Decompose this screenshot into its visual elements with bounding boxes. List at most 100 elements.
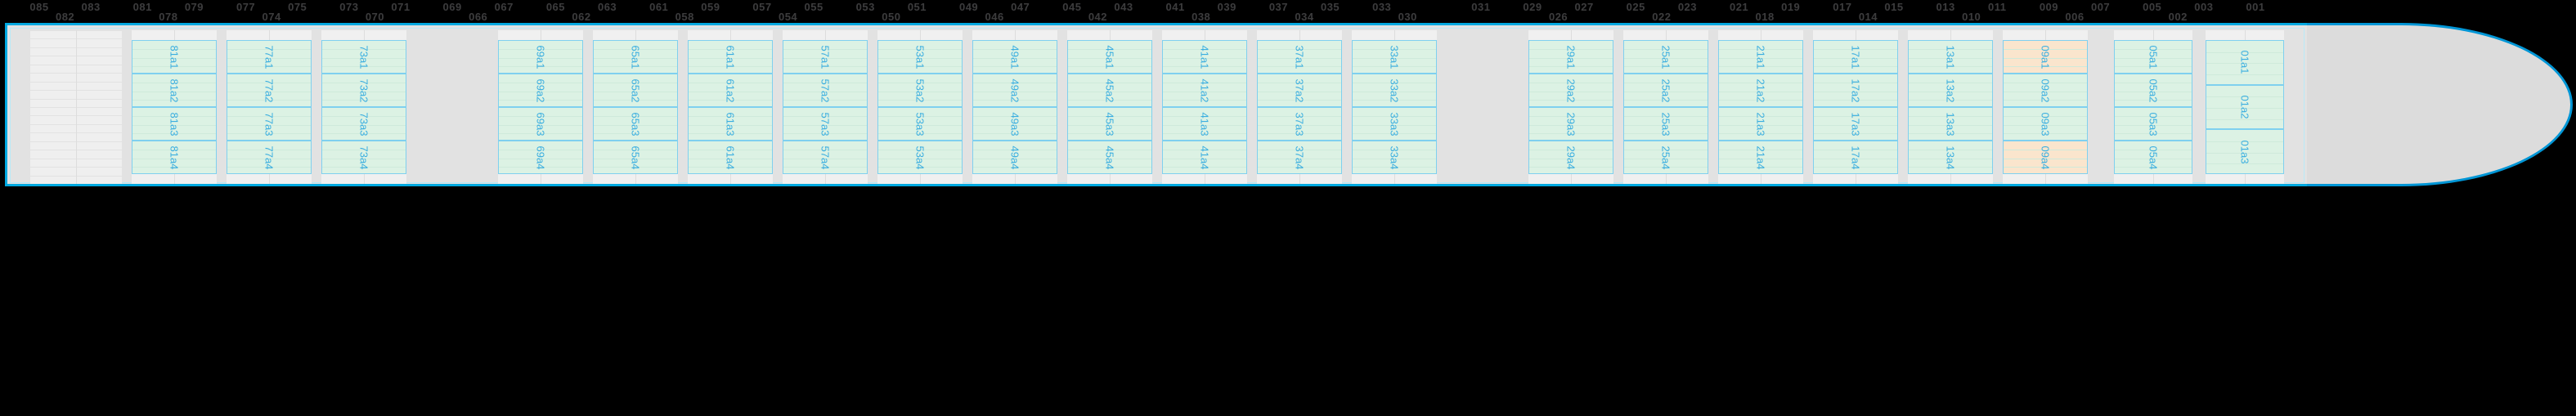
- slot-33a4[interactable]: 33a4: [1352, 141, 1437, 174]
- slot-77a2[interactable]: 77a2: [227, 74, 312, 107]
- slot-53a1[interactable]: 53a1: [877, 40, 963, 74]
- slot-65a4[interactable]: 65a4: [593, 141, 678, 174]
- slot-09a3[interactable]: 09a3: [2003, 107, 2088, 141]
- slot-13a3[interactable]: 13a3: [1908, 107, 1993, 141]
- slot-77a4[interactable]: 77a4: [227, 141, 312, 174]
- slot-09a4[interactable]: 09a4: [2003, 141, 2088, 174]
- slot-73a2[interactable]: 73a2: [321, 74, 406, 107]
- slot-81a4[interactable]: 81a4: [132, 141, 217, 174]
- slot-81a3[interactable]: 81a3: [132, 107, 217, 141]
- slot-17a2[interactable]: 17a2: [1813, 74, 1898, 107]
- slot-25a3[interactable]: 25a3: [1623, 107, 1708, 141]
- slot-09a2[interactable]: 09a2: [2003, 74, 2088, 107]
- slot-77a3[interactable]: 77a3: [227, 107, 312, 141]
- slot-05a2[interactable]: 05a2: [2114, 74, 2192, 107]
- slot-77a1[interactable]: 77a1: [227, 40, 312, 74]
- slot-65a2[interactable]: 65a2: [593, 74, 678, 107]
- slot-29a4[interactable]: 29a4: [1528, 141, 1613, 174]
- slot-25a2[interactable]: 25a2: [1623, 74, 1708, 107]
- slot-33a1[interactable]: 33a1: [1352, 40, 1437, 74]
- slot-65a1[interactable]: 65a1: [593, 40, 678, 74]
- slot-41a1[interactable]: 41a1: [1162, 40, 1247, 74]
- slot-53a2[interactable]: 53a2: [877, 74, 963, 107]
- slot-57a4[interactable]: 57a4: [783, 141, 868, 174]
- slot-41a3[interactable]: 41a3: [1162, 107, 1247, 141]
- slot-81a2[interactable]: 81a2: [132, 74, 217, 107]
- slot-25a1[interactable]: 25a1: [1623, 40, 1708, 74]
- slot-29a2[interactable]: 29a2: [1528, 74, 1613, 107]
- slot-73a1[interactable]: 73a1: [321, 40, 406, 74]
- slot-73a4[interactable]: 73a4: [321, 141, 406, 174]
- slot-05a3[interactable]: 05a3: [2114, 107, 2192, 141]
- slot-37a1[interactable]: 37a1: [1257, 40, 1342, 74]
- slot-53a3[interactable]: 53a3: [877, 107, 963, 141]
- slot-61a2[interactable]: 61a2: [688, 74, 773, 107]
- slot-61a4[interactable]: 61a4: [688, 141, 773, 174]
- slot-17a3[interactable]: 17a3: [1813, 107, 1898, 141]
- slot-53a4[interactable]: 53a4: [877, 141, 963, 174]
- slot-49a2[interactable]: 49a2: [972, 74, 1057, 107]
- slot-41a2[interactable]: 41a2: [1162, 74, 1247, 107]
- slot-37a4[interactable]: 37a4: [1257, 141, 1342, 174]
- slot-29a1[interactable]: 29a1: [1528, 40, 1613, 74]
- slot-21a2[interactable]: 21a2: [1718, 74, 1803, 107]
- slot-17a1[interactable]: 17a1: [1813, 40, 1898, 74]
- slot-21a4[interactable]: 21a4: [1718, 141, 1803, 174]
- slot-01a2[interactable]: 01a2: [2206, 84, 2284, 130]
- slot-69a4[interactable]: 69a4: [498, 141, 583, 174]
- slot-29a3[interactable]: 29a3: [1528, 107, 1613, 141]
- slot-37a3[interactable]: 37a3: [1257, 107, 1342, 141]
- slot-65a3[interactable]: 65a3: [593, 107, 678, 141]
- slot-13a2[interactable]: 13a2: [1908, 74, 1993, 107]
- slot-21a3[interactable]: 21a3: [1718, 107, 1803, 141]
- slot-09a1[interactable]: 09a1: [2003, 40, 2088, 74]
- slot-13a4[interactable]: 13a4: [1908, 141, 1993, 174]
- slot-33a2[interactable]: 33a2: [1352, 74, 1437, 107]
- slot-21a1[interactable]: 21a1: [1718, 40, 1803, 74]
- slot-37a2[interactable]: 37a2: [1257, 74, 1342, 107]
- slot-01a3[interactable]: 01a3: [2206, 129, 2284, 174]
- slot-57a3[interactable]: 57a3: [783, 107, 868, 141]
- slot-49a1[interactable]: 49a1: [972, 40, 1057, 74]
- slot-45a1[interactable]: 45a1: [1067, 40, 1152, 74]
- slot-41a4[interactable]: 41a4: [1162, 141, 1247, 174]
- slot-05a4[interactable]: 05a4: [2114, 141, 2192, 174]
- slot-73a3[interactable]: 73a3: [321, 107, 406, 141]
- slot-61a3[interactable]: 61a3: [688, 107, 773, 141]
- slot-57a1[interactable]: 57a1: [783, 40, 868, 74]
- slot-05a1[interactable]: 05a1: [2114, 40, 2192, 74]
- slot-13a1[interactable]: 13a1: [1908, 40, 1993, 74]
- slot-45a3[interactable]: 45a3: [1067, 107, 1152, 141]
- slot-17a4[interactable]: 17a4: [1813, 141, 1898, 174]
- stack-stern-empty[interactable]: [30, 30, 122, 184]
- slot-01a1[interactable]: 01a1: [2206, 40, 2284, 85]
- slot-33a3[interactable]: 33a3: [1352, 107, 1437, 141]
- slot-25a4[interactable]: 25a4: [1623, 141, 1708, 174]
- slot-69a3[interactable]: 69a3: [498, 107, 583, 141]
- slot-45a2[interactable]: 45a2: [1067, 74, 1152, 107]
- slot-61a1[interactable]: 61a1: [688, 40, 773, 74]
- slot-57a2[interactable]: 57a2: [783, 74, 868, 107]
- slot-69a2[interactable]: 69a2: [498, 74, 583, 107]
- slot-81a1[interactable]: 81a1: [132, 40, 217, 74]
